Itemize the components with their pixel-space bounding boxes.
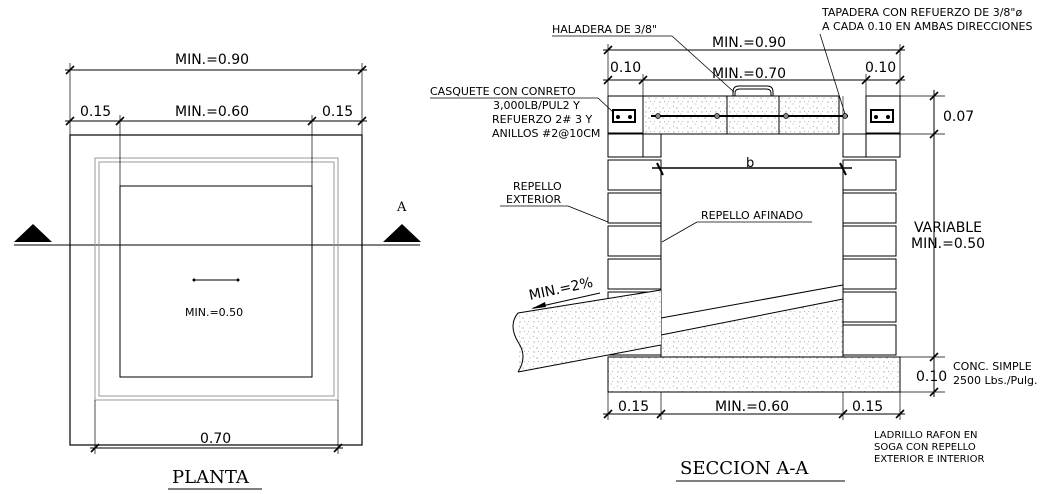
seccion-title: SECCION A-A xyxy=(680,458,809,479)
section-dim-left-top: 0.10 xyxy=(610,60,641,76)
center-mark-dot-left xyxy=(192,278,196,282)
seccion-view: b MIN.=2% MIN.=0.90 0.10 MIN.=0.70 xyxy=(430,6,1037,482)
section-dim-bottom-right: 0.15 xyxy=(852,399,883,415)
ladrillo-label-1: LADRILLO RAFON EN xyxy=(874,430,978,441)
planta-outer-box xyxy=(69,134,363,446)
conc-label-1: CONC. SIMPLE xyxy=(953,360,1032,373)
repello-exterior-label-1: REPELLO xyxy=(513,180,562,193)
center-mark-dot-right xyxy=(236,278,240,282)
section-marker-label: A xyxy=(396,200,407,215)
repello-afinado-label: REPELLO AFINADO xyxy=(701,209,804,222)
planta-title: PLANTA xyxy=(172,467,250,488)
conc-label-2: 2500 Lbs./Pulg. xyxy=(953,374,1037,387)
section-arrow-left xyxy=(14,224,52,242)
variable-label-1: VARIABLE xyxy=(914,220,982,236)
casquete-label-1: CASQUETE CON CONRETO xyxy=(430,85,576,98)
planta-dim-mid: MIN.=0.60 xyxy=(175,104,249,120)
section-dim-bottom-left: 0.15 xyxy=(618,399,649,415)
casquete-label-4: ANILLOS #2@10CM xyxy=(492,127,600,140)
base-concrete xyxy=(607,356,901,393)
section-dim-cap: 0.07 xyxy=(943,109,974,125)
slope-fill xyxy=(660,298,844,358)
b-label: b xyxy=(746,156,754,171)
planta-dim-bottom: 0.70 xyxy=(200,431,231,447)
tapadera-label-1: TAPADERA CON REFUERZO DE 3/8"ø xyxy=(821,6,1022,19)
section-dim-total: MIN.=0.90 xyxy=(712,35,786,51)
section-dim-base: 0.10 xyxy=(916,369,947,385)
planta-repello-inner xyxy=(98,161,335,397)
haladera-handle xyxy=(732,85,774,96)
variable-label-2: MIN.=0.50 xyxy=(911,236,985,252)
outlet-pipe xyxy=(512,289,662,373)
casquete-label-3: REFUERZO 2# 3 Y xyxy=(492,113,592,126)
repello-exterior-label-2: EXTERIOR xyxy=(506,193,562,206)
planta-dim-top: MIN.=0.90 xyxy=(175,52,249,68)
tapadera-label-2: A CADA 0.10 EN AMBAS DIRECCIONES xyxy=(822,20,1033,33)
planta-dim-left: 0.15 xyxy=(80,104,111,120)
planta-center-label: MIN.=0.50 xyxy=(185,306,243,319)
planta-view: A MIN.=0.50 MIN.=0.90 0.15 MIN.=0.60 0.1… xyxy=(14,52,421,490)
ladrillo-label-2: SOGA CON REPELLO xyxy=(874,442,976,453)
planta-dim-right: 0.15 xyxy=(322,104,353,120)
section-dim-bottom-mid: MIN.=0.60 xyxy=(715,399,789,415)
section-dim-inner: MIN.=0.70 xyxy=(712,66,786,82)
section-dim-right-top: 0.10 xyxy=(865,60,896,76)
planta-inner-box xyxy=(119,185,313,378)
section-arrow-right xyxy=(383,224,421,242)
right-brick-wall xyxy=(842,133,901,356)
slope-label: MIN.=2% xyxy=(528,275,595,304)
planta-repello-outer xyxy=(94,157,339,401)
haladera-label: HALADERA DE 3/8" xyxy=(552,23,657,36)
ladrillo-label-3: EXTERIOR E INTERIOR xyxy=(874,454,984,465)
tapadera-leader xyxy=(819,33,846,115)
casquete-label-2: 3,000LB/PUL2 Y xyxy=(493,99,580,112)
